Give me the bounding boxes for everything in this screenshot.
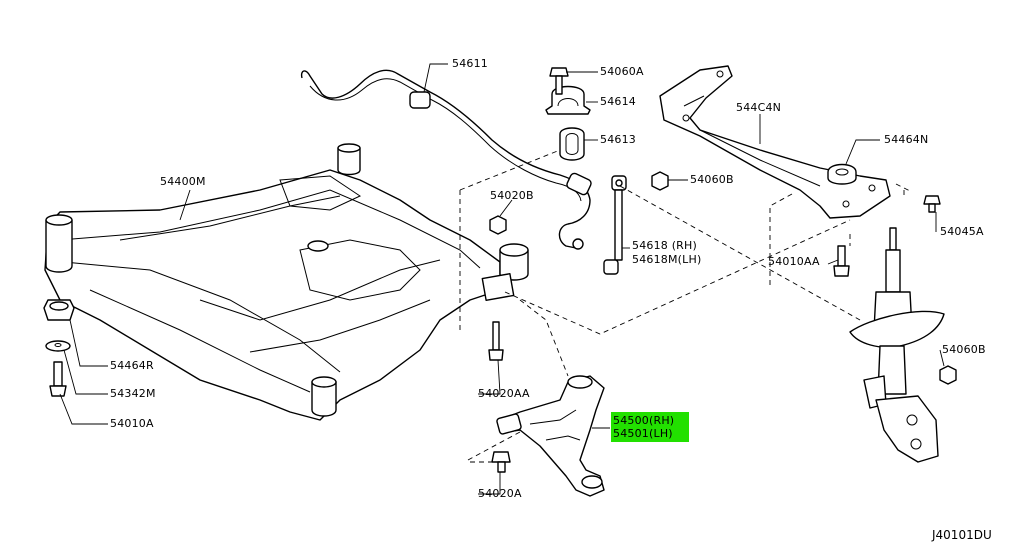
label-54611[interactable]: 54611 bbox=[452, 57, 488, 70]
label-54020AA[interactable]: 54020AA bbox=[478, 387, 530, 400]
label-54045A[interactable]: 54045A bbox=[940, 225, 984, 238]
label-54613[interactable]: 54613 bbox=[600, 133, 636, 146]
label-54060B-right[interactable]: 54060B bbox=[942, 343, 986, 356]
label-54618[interactable]: 54618 (RH) bbox=[632, 239, 697, 252]
label-54010AA[interactable]: 54010AA bbox=[768, 255, 820, 268]
label-54500[interactable]: 54500(RH) bbox=[613, 414, 675, 427]
stabilizer-bush-54613[interactable] bbox=[559, 127, 585, 161]
label-54342M[interactable]: 54342M bbox=[110, 387, 156, 400]
insulator-54464N[interactable] bbox=[827, 163, 857, 185]
bolt-54045A[interactable] bbox=[923, 195, 941, 213]
label-54618M[interactable]: 54618M(LH) bbox=[632, 253, 702, 266]
bolt-54060A[interactable] bbox=[549, 67, 569, 95]
front-subframe-54400M[interactable] bbox=[44, 143, 529, 421]
front-strut-assembly[interactable] bbox=[849, 227, 945, 463]
label-54060B-top[interactable]: 54060B bbox=[690, 173, 734, 186]
diagram-reference-code: J40101DU bbox=[932, 528, 992, 542]
stabilizer-clamp-54614[interactable] bbox=[545, 85, 591, 115]
leader-lines bbox=[59, 63, 945, 495]
assembly-guide-lines bbox=[459, 149, 913, 463]
bolt-54020AA[interactable] bbox=[488, 321, 504, 361]
highlighted-part-54500[interactable]: 54500(RH) 54501(LH) bbox=[611, 412, 689, 442]
label-54614[interactable]: 54614 bbox=[600, 95, 636, 108]
nut-54060B-top[interactable] bbox=[651, 171, 669, 191]
label-54020A[interactable]: 54020A bbox=[478, 487, 522, 500]
mount-stack-left[interactable] bbox=[43, 299, 75, 397]
label-54464N[interactable]: 54464N bbox=[884, 133, 929, 146]
label-54464R[interactable]: 54464R bbox=[110, 359, 154, 372]
bolt-54010AA[interactable] bbox=[833, 245, 850, 277]
label-54501[interactable]: 54501(LH) bbox=[613, 427, 673, 440]
stabilizer-bar-54611[interactable] bbox=[300, 69, 593, 250]
label-54060A[interactable]: 54060A bbox=[600, 65, 644, 78]
label-54020B[interactable]: 54020B bbox=[490, 189, 534, 202]
nut-54060B-right[interactable] bbox=[939, 365, 957, 385]
nut-54020B[interactable] bbox=[489, 215, 507, 235]
stabilizer-link-54618[interactable] bbox=[603, 175, 627, 275]
label-54400M[interactable]: 54400M bbox=[160, 175, 206, 188]
bolt-54020A[interactable] bbox=[491, 451, 511, 473]
transverse-link-54500[interactable] bbox=[496, 375, 605, 497]
label-544C4N[interactable]: 544C4N bbox=[736, 101, 782, 114]
label-54010A[interactable]: 54010A bbox=[110, 417, 154, 430]
